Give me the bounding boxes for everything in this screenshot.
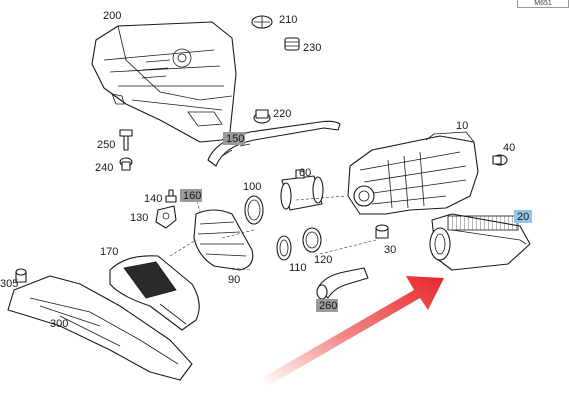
label-140: 140 [144, 193, 162, 205]
panel-300 [7, 275, 193, 381]
label-110: 110 [289, 262, 307, 274]
highlight-20 [514, 210, 532, 223]
screw-140 [165, 189, 177, 203]
intake-duct-90 [193, 209, 254, 271]
label-10: 10 [456, 120, 468, 132]
seal-30 [375, 224, 389, 239]
label-60: 60 [299, 167, 311, 179]
label-260: 260 [319, 300, 337, 312]
bolt-250 [119, 129, 133, 151]
label-230: 230 [303, 42, 321, 54]
emblem-210 [251, 15, 273, 29]
grommet-230 [284, 37, 300, 51]
label-305: 305 [0, 278, 18, 290]
star-emblem-icon [177, 53, 187, 63]
label-210: 210 [279, 14, 297, 26]
label-40: 40 [503, 142, 515, 154]
mount-220 [253, 109, 271, 124]
label-130: 130 [130, 212, 148, 224]
label-240: 240 [95, 162, 113, 174]
label-100: 100 [243, 181, 261, 193]
pipe-260 [316, 267, 369, 300]
engine-cover-200 [91, 21, 237, 143]
clamp-100 [244, 195, 264, 225]
label-20: 20 [517, 211, 529, 223]
nut-240 [119, 157, 133, 171]
label-160: 160 [183, 190, 201, 202]
red-arrow-icon [262, 276, 444, 386]
highlight-160 [180, 189, 202, 202]
label-300: 300 [50, 318, 68, 330]
intake-housing-10 [347, 131, 479, 215]
air-filter-20 [429, 213, 531, 271]
part-labels: 200 210 230 220 150 250 240 10 40 60 100… [0, 10, 532, 330]
label-170: 170 [100, 246, 118, 258]
clip-305 [15, 268, 27, 283]
resonator-170 [109, 255, 200, 331]
label-90: 90 [228, 274, 240, 286]
air-flow-sensor-60 [280, 169, 324, 211]
highlight-260 [316, 299, 338, 312]
label-220: 220 [273, 108, 291, 120]
highlight-150 [223, 132, 245, 145]
label-120: 120 [314, 254, 332, 266]
clamp-110 [276, 235, 292, 261]
clip-40 [492, 154, 508, 166]
label-30: 30 [384, 244, 396, 256]
label-200: 200 [103, 10, 121, 22]
sensor-130 [155, 205, 177, 229]
label-250: 250 [97, 139, 115, 151]
clamp-120 [302, 227, 322, 253]
label-150: 150 [226, 133, 244, 145]
